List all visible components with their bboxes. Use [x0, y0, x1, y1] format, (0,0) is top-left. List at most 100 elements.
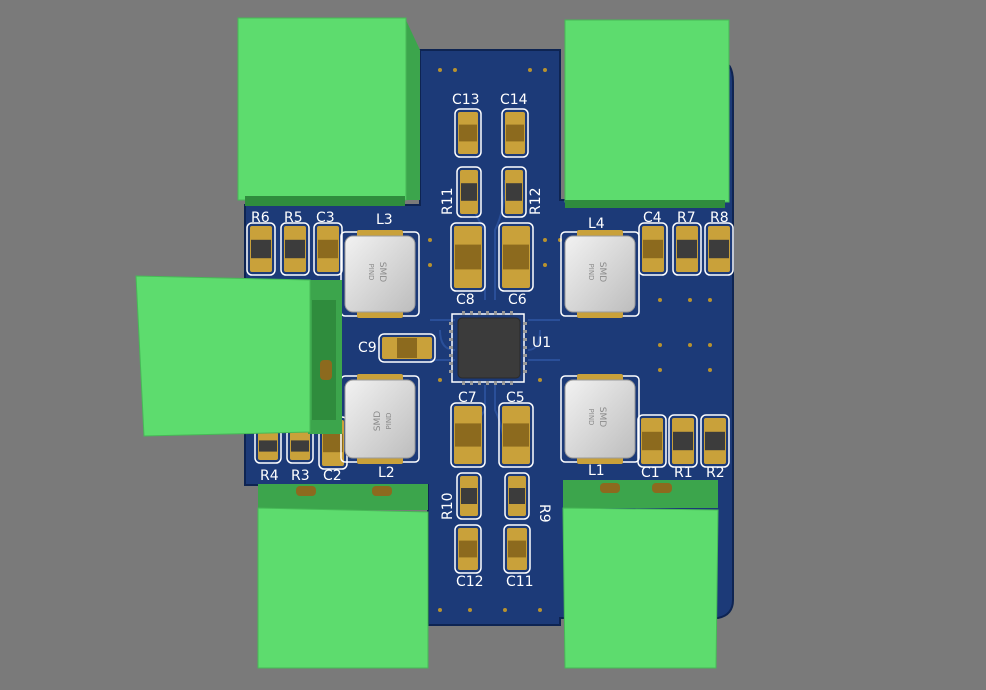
inductor-marking-1: SMD	[597, 407, 607, 427]
body	[285, 239, 305, 259]
connector-top-left[interactable]	[237, 17, 420, 206]
resistor-R6[interactable]	[246, 222, 276, 276]
capacitor-C3[interactable]	[313, 222, 343, 276]
resistor-R10[interactable]	[456, 472, 482, 520]
smd-power-inductor-icon	[344, 235, 416, 313]
body	[709, 239, 729, 259]
silkscreen-outline	[280, 222, 310, 276]
resistor-R3[interactable]	[286, 428, 314, 464]
capacitor-C14[interactable]	[501, 108, 529, 158]
body	[509, 488, 525, 504]
label-L1: L1	[588, 463, 605, 479]
resistor-R2[interactable]	[700, 414, 730, 468]
body	[455, 244, 481, 270]
smd-parts	[246, 108, 734, 574]
resistor-R9[interactable]	[504, 472, 530, 520]
label-C9: C9	[358, 340, 377, 356]
connector-bottom-left[interactable]	[257, 484, 429, 669]
inductor-marking-1: SMD	[373, 411, 383, 431]
label-R4: R4	[260, 468, 279, 484]
silkscreen-outline	[454, 108, 482, 158]
body	[397, 338, 417, 358]
label-R2: R2	[706, 465, 725, 481]
inductor-marking-1: SMD	[377, 262, 387, 282]
qfn-chip-icon	[457, 317, 521, 379]
capacitor-C4[interactable]	[638, 222, 668, 276]
body	[251, 239, 271, 259]
label-R3: R3	[291, 468, 310, 484]
label-R8: R8	[710, 210, 729, 226]
body	[323, 433, 343, 453]
label-C12: C12	[456, 574, 484, 590]
capacitor-C6[interactable]	[498, 222, 534, 292]
label-C13: C13	[452, 92, 480, 108]
connectors	[135, 17, 730, 669]
label-R10: R10	[440, 492, 456, 520]
body	[503, 244, 529, 270]
silkscreen-outline	[456, 472, 482, 520]
label-R6: R6	[251, 210, 270, 226]
inductor-marking-2: PIND	[367, 264, 375, 281]
body	[461, 183, 477, 201]
silkscreen-outline	[503, 524, 531, 574]
vias	[428, 68, 712, 612]
capacitor-C9[interactable]	[378, 333, 436, 363]
label-R1: R1	[674, 465, 693, 481]
capacitor-C12[interactable]	[454, 524, 482, 574]
label-L2: L2	[378, 465, 395, 481]
ic-U1[interactable]	[449, 311, 527, 385]
body	[459, 540, 477, 558]
resistor-R7[interactable]	[672, 222, 702, 276]
connector-top-right[interactable]	[564, 19, 730, 208]
capacitor-C1[interactable]	[637, 414, 667, 468]
inductor-marking-2: PIND	[587, 409, 595, 426]
label-R7: R7	[677, 210, 696, 226]
capacitor-C11[interactable]	[503, 524, 531, 574]
silkscreen-outline	[450, 402, 486, 468]
silkscreen-outline	[498, 222, 534, 292]
label-R9: R9	[536, 504, 552, 523]
connector-left[interactable]	[135, 275, 342, 437]
resistor-R4[interactable]	[254, 428, 282, 464]
smd-power-inductor-icon	[564, 235, 636, 313]
body	[673, 431, 693, 451]
capacitor-C7[interactable]	[450, 402, 486, 468]
capacitor-C13[interactable]	[454, 108, 482, 158]
inductor-marking-2: PIND	[587, 264, 595, 281]
resistor-R1[interactable]	[668, 414, 698, 468]
body	[705, 431, 725, 451]
label-C2: C2	[323, 468, 342, 484]
body	[318, 239, 338, 259]
silkscreen-outline	[668, 414, 698, 468]
connector-bottom-right[interactable]	[562, 480, 719, 669]
silkscreen-outline	[454, 524, 482, 574]
body	[459, 124, 477, 142]
resistor-R5[interactable]	[280, 222, 310, 276]
smd-power-inductor-icon	[564, 379, 636, 459]
label-L3: L3	[376, 212, 393, 228]
body	[643, 239, 663, 259]
silkscreen-outline	[498, 402, 534, 468]
label-C6: C6	[508, 292, 527, 308]
silkscreen-outline	[704, 222, 734, 276]
silkscreen-outline	[501, 166, 527, 218]
capacitor-C5[interactable]	[498, 402, 534, 468]
label-C4: C4	[643, 210, 662, 226]
inductor-marking-2: PIND	[385, 413, 393, 430]
resistor-R11[interactable]	[456, 166, 482, 218]
label-C5: C5	[506, 390, 525, 406]
label-R5: R5	[284, 210, 303, 226]
silkscreen-outline	[378, 333, 436, 363]
resistor-R8[interactable]	[704, 222, 734, 276]
label-C8: C8	[456, 292, 475, 308]
capacitor-C8[interactable]	[450, 222, 486, 292]
resistor-R12[interactable]	[501, 166, 527, 218]
label-U1: U1	[532, 335, 551, 351]
label-C1: C1	[641, 465, 660, 481]
